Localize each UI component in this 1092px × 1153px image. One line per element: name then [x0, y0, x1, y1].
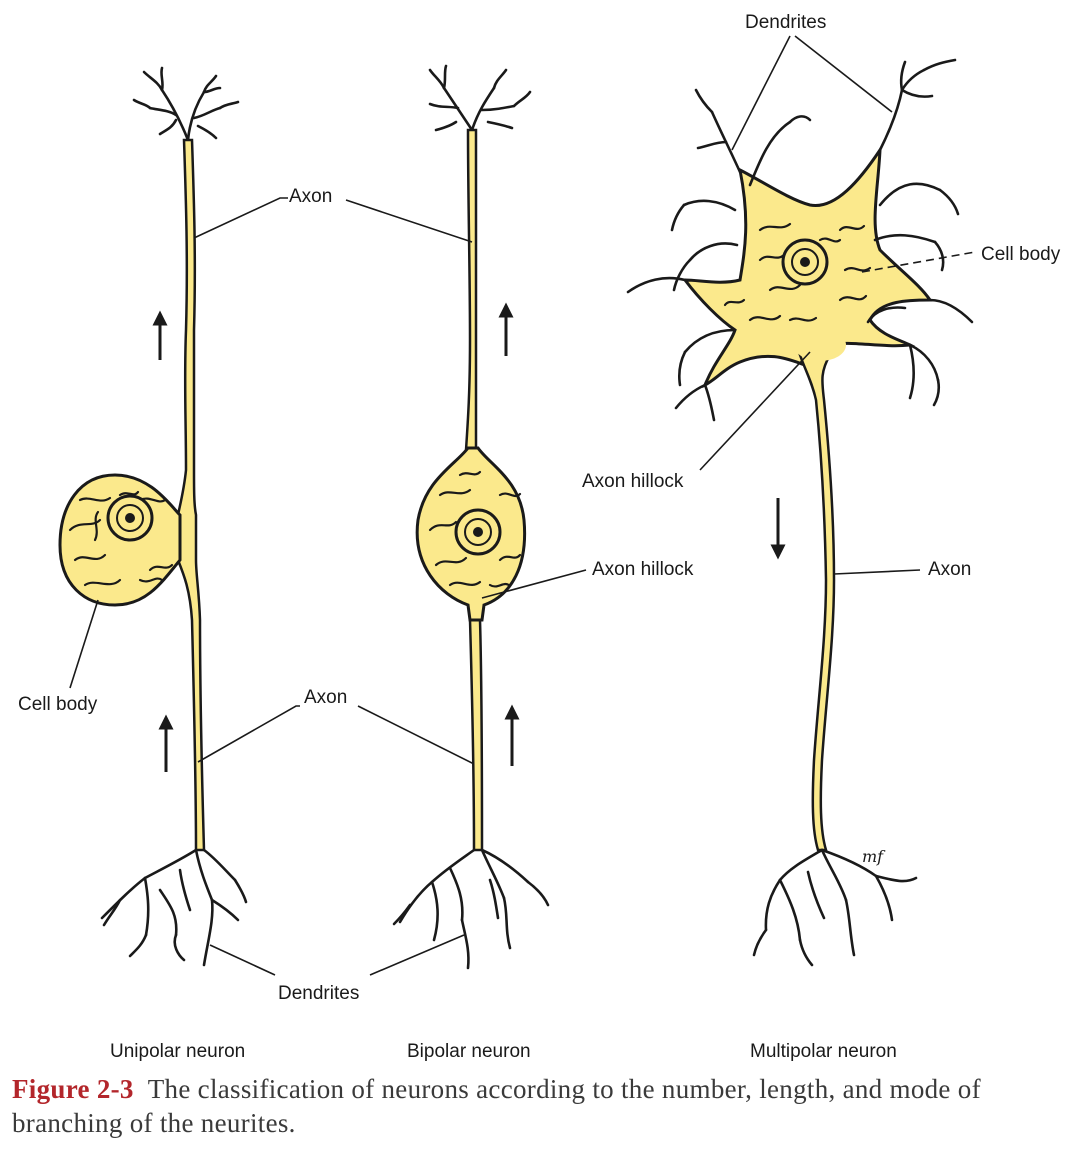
bipolar-dendrites-leader	[369, 934, 465, 976]
unipolar-bottom-branches	[100, 848, 248, 967]
unipolar-axon-bottom-leader	[197, 705, 300, 763]
multipolar-neuron: mf	[626, 35, 976, 967]
multipolar-axon-hillock-leader	[699, 351, 811, 471]
bipolar-nucleolus	[473, 527, 483, 537]
unipolar-cell-body-leader	[69, 599, 99, 689]
unipolar-neuron-title: Unipolar neuron	[110, 1041, 245, 1062]
unipolar-nucleolus	[125, 513, 135, 523]
bipolar-axon-top-leader	[345, 199, 473, 243]
bipolar-body-texture	[428, 470, 522, 588]
unipolar-axon-bottom-label: Axon	[304, 687, 347, 708]
unipolar-axon-top-leader	[193, 197, 288, 239]
unipolar-neuron	[58, 66, 300, 976]
unipolar-cell-body-label: Cell body	[18, 694, 98, 715]
multipolar-axon-label: Axon	[928, 559, 971, 580]
unipolar-nucleus-ring	[116, 504, 144, 532]
unipolar-axon-top-label: Axon	[289, 186, 332, 207]
multipolar-terminal-branches	[752, 848, 918, 967]
bipolar-top-branches	[428, 64, 532, 132]
multipolar-dendrites-leader-right	[794, 35, 893, 113]
caption-text: The classification of neurons according …	[12, 1074, 981, 1138]
multipolar-cell-body-label: Cell body	[981, 244, 1061, 265]
unipolar-body-texture	[68, 490, 174, 587]
multipolar-hillock	[794, 329, 846, 361]
multipolar-axon	[798, 353, 836, 852]
bipolar-axon-hillock-label: Axon hillock	[592, 559, 694, 580]
bipolar-nucleus-ring	[464, 518, 492, 546]
unipolar-top-branches	[132, 66, 240, 142]
bipolar-axon-hillock-leader	[481, 569, 587, 599]
multipolar-nucleus-ring	[791, 248, 819, 276]
multipolar-axon-leader	[833, 569, 921, 575]
multipolar-neuron-title: Multipolar neuron	[750, 1041, 897, 1062]
bipolar-neuron-title: Bipolar neuron	[407, 1041, 531, 1062]
multipolar-nucleolus	[800, 257, 810, 267]
multipolar-cell-body-leader	[861, 251, 976, 273]
bipolar-axon	[464, 128, 478, 452]
figure-number: Figure 2-3	[12, 1074, 134, 1104]
bipolar-bottom-branches	[392, 848, 550, 970]
bipolar-axon-lower	[468, 618, 484, 852]
multipolar-dendrite-branches	[626, 58, 974, 422]
bipolar-neuron	[345, 64, 587, 976]
multipolar-dendrites-leader-left	[731, 35, 791, 151]
dendrites-label-bottom: Dendrites	[278, 983, 359, 1004]
bipolar-axon-bottom-leader	[357, 705, 475, 765]
unipolar-dendrites-leader	[209, 944, 276, 976]
multipolar-body-texture	[723, 222, 872, 322]
multipolar-axon-hillock-label: Axon hillock	[582, 471, 684, 492]
artist-signature: mf	[862, 847, 886, 866]
multipolar-dendrites-label: Dendrites	[745, 12, 826, 33]
unipolar-axon	[176, 138, 206, 852]
